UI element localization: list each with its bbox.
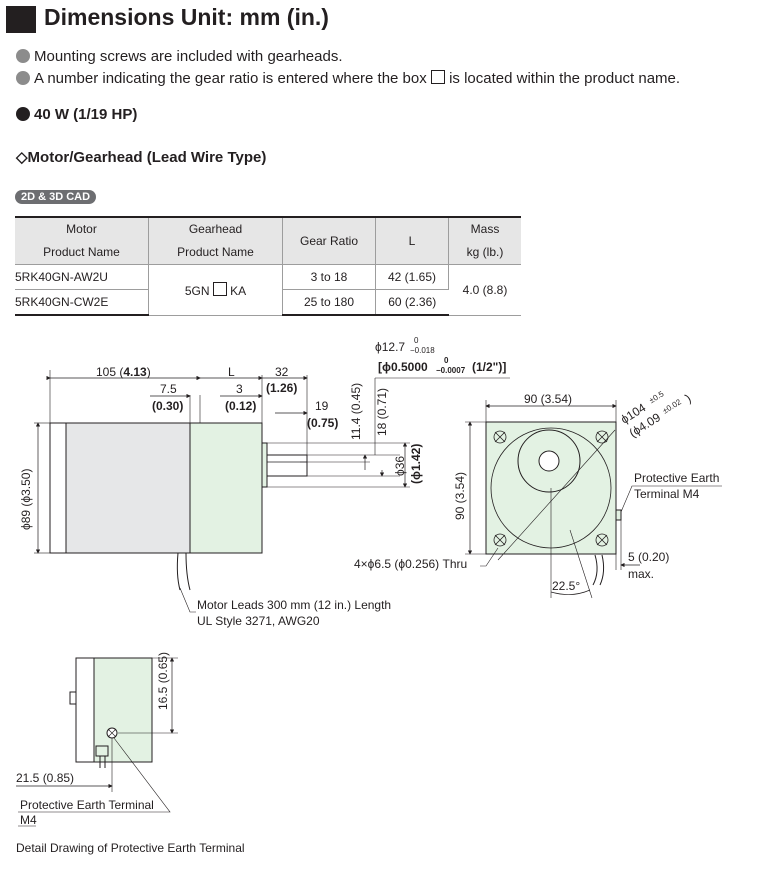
pe-label-1: Protective Earth — [634, 471, 719, 485]
side-view-labels: 105 (4.13) L 32 (1.26) 7.5 (0.30) 3 (0.1… — [19, 336, 506, 628]
page-title: Dimensions Unit: mm (in.) — [44, 4, 329, 30]
black-bullet-icon — [16, 107, 30, 121]
ul-label: UL Style 3271, AWG20 — [197, 614, 320, 628]
detail-view-labels: 16.5 (0.65) 21.5 (0.85) Protective Earth… — [16, 652, 170, 827]
svg-text:0: 0 — [444, 356, 449, 365]
svg-text:−0.0007: −0.0007 — [436, 366, 466, 375]
front-view-labels: 90 (3.54) 90 (3.54) ϕ104 ±0.5 (ϕ4.09 ±0.… — [354, 389, 719, 593]
mounting-holes — [493, 430, 609, 547]
col-ratio: Gear Ratio — [282, 216, 376, 265]
detail-flange — [75, 657, 95, 763]
dim-19-in: (0.75) — [307, 416, 338, 430]
lead-wires — [176, 552, 191, 591]
front-view — [465, 400, 722, 599]
spec-table: Motor Product Name Gearhead Product Name… — [15, 216, 521, 316]
col-mass: Mass kg (lb.) — [448, 216, 521, 265]
gearhead-body — [189, 422, 263, 554]
dim-16-5: 16.5 (0.65) — [156, 652, 170, 710]
svg-text:0: 0 — [414, 336, 419, 345]
box-symbol-icon — [212, 281, 227, 296]
side-view — [34, 370, 510, 613]
pe-label-2: Terminal M4 — [634, 487, 700, 501]
dim-l: L — [228, 365, 235, 379]
dim-89: ϕ89 (ϕ3.50) — [19, 469, 33, 530]
angle-label: 22.5° — [552, 579, 580, 593]
diamond-icon: ◇ — [16, 149, 28, 166]
shaft-circle — [538, 450, 560, 472]
bullet-icon — [16, 71, 30, 85]
dim-36-in: (ϕ1.42) — [409, 444, 423, 484]
holes-label: 4×ϕ6.5 (ϕ0.256) Thru — [354, 557, 467, 571]
motor-body — [65, 422, 191, 554]
dim-21-5: 21.5 (0.85) — [16, 771, 74, 785]
detail-terminal — [95, 745, 109, 757]
bullet-icon — [16, 49, 30, 63]
gearhead-cell: 5GN KA — [148, 264, 283, 316]
col-l: L — [375, 216, 449, 265]
motor-flange — [49, 422, 67, 554]
boss-circle — [517, 429, 581, 493]
detail-body — [93, 657, 153, 763]
col-gearhead: Gearhead Product Name — [148, 216, 283, 265]
dim-7-5-in: (0.30) — [152, 399, 183, 413]
dim-5-max: max. — [628, 567, 654, 581]
dim-36: ϕ36 — [393, 456, 407, 476]
dim-90-side: 90 (3.54) — [453, 472, 467, 520]
dim-105: 105 (4.13) — [96, 365, 151, 379]
cad-badge[interactable]: 2D & 3D CAD — [15, 190, 97, 204]
leads-label: Motor Leads 300 mm (12 in.) Length — [197, 598, 391, 612]
title-marker — [6, 6, 36, 33]
dim-3: 3 — [236, 382, 243, 396]
dim-32-in: (1.26) — [266, 381, 297, 395]
detail-shaft — [69, 691, 77, 705]
detail-pe-m4: M4 — [20, 813, 37, 827]
dim-18: 18 (0.71) — [375, 388, 389, 436]
dim-104: ϕ104 ±0.5 (ϕ4.09 ±0.02 ) — [618, 389, 694, 440]
table-row: 5RK40GN-CW2E 25 to 180 60 (2.36) — [15, 289, 521, 316]
dim-5: 5 (0.20) — [628, 550, 669, 564]
dim-32: 32 — [275, 365, 289, 379]
note-gear-ratio: A number indicating the gear ratio is en… — [16, 70, 680, 87]
col-motor: Motor Product Name — [15, 216, 149, 265]
detail-caption: Detail Drawing of Protective Earth Termi… — [16, 841, 245, 855]
shaft-tol-in: [ϕ0.5000 — [378, 360, 428, 374]
dim-19: 19 — [315, 399, 329, 413]
note-screws: Mounting screws are included with gearhe… — [16, 48, 343, 65]
dim-3-in: (0.12) — [225, 399, 256, 413]
table-row: 5RK40GN-AW2U 5GN KA 3 to 18 42 (1.65) 4.… — [15, 264, 521, 316]
gearhead-boss — [261, 442, 268, 488]
svg-text:): ) — [683, 391, 694, 405]
svg-text:−0.018: −0.018 — [410, 346, 435, 355]
product-type: ◇Motor/Gearhead (Lead Wire Type) — [16, 149, 267, 166]
pe-terminal — [615, 509, 622, 521]
svg-text:±0.02: ±0.02 — [661, 397, 683, 416]
svg-text:±0.5: ±0.5 — [648, 389, 666, 405]
svg-text:(1/2")]: (1/2")] — [472, 360, 506, 374]
power-rating: 40 W (1/19 HP) — [16, 106, 137, 123]
output-shaft — [266, 454, 308, 477]
shaft-tol: ϕ12.7 — [375, 340, 405, 354]
front-lead-wires — [592, 554, 605, 586]
box-symbol-icon — [430, 70, 445, 84]
dim-11-4: 11.4 (0.45) — [349, 383, 363, 440]
dim-90-top: 90 (3.54) — [524, 392, 572, 406]
detail-pe-label: Protective Earth Terminal — [20, 798, 154, 812]
dim-7-5: 7.5 — [160, 382, 177, 396]
detail-view — [16, 657, 178, 827]
